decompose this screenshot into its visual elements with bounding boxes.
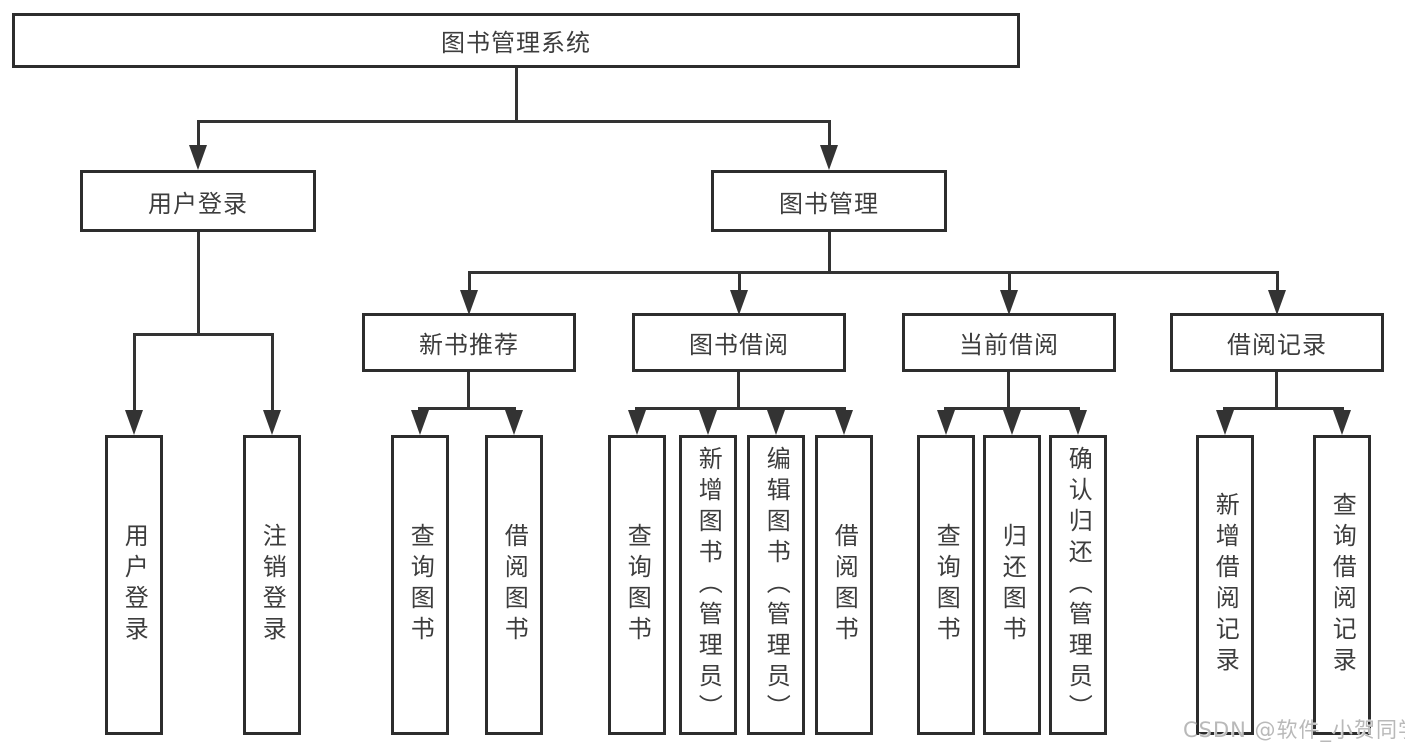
connector-group-trunk [1007,372,1010,409]
arrow-down-icon [125,410,143,435]
connector-group-trunk [467,372,470,409]
arrow-down-icon [1216,410,1234,435]
node-root: 图书管理系统 [12,13,1020,68]
node-new-book-recommend: 新书推荐 [362,313,576,372]
leaf-add-book-admin: 新增图书（管理员） [679,435,737,735]
connector-drop-book-mgmt [828,122,831,147]
connector-level2-rail [468,271,1279,274]
leaf-return-books: 归还图书 [983,435,1041,735]
connector-drop-leaf [133,335,136,412]
connector-drop-group [468,273,471,292]
connector-group-rail [944,407,1080,410]
arrow-down-icon [699,410,717,435]
connector-drop-user-login [197,122,200,147]
leaf-query-books-current: 查询图书 [917,435,975,735]
leaf-confirm-return-admin: 确认归还（管理员） [1049,435,1107,735]
leaf-borrow-books-recommend: 借阅图书 [485,435,543,735]
arrow-down-icon [835,410,853,435]
connector-drop-leaf [271,335,274,412]
arrow-down-icon [411,410,429,435]
leaf-query-books-borrow: 查询图书 [608,435,666,735]
arrow-down-icon [1000,290,1018,315]
leaf-query-borrow-record: 查询借阅记录 [1313,435,1371,735]
connector-group-rail [418,407,516,410]
arrow-down-icon [1003,410,1021,435]
arrow-down-icon [730,290,748,315]
node-book-borrow: 图书借阅 [632,313,846,372]
arrow-down-icon [1333,410,1351,435]
connector-login-trunk [197,232,200,335]
node-book-management: 图书管理 [711,170,947,232]
node-current-borrow: 当前借阅 [902,313,1116,372]
leaf-logout: 注销登录 [243,435,301,735]
arrow-down-icon [263,410,281,435]
connector-root-trunk [515,68,518,122]
leaf-edit-book-admin: 编辑图书（管理员） [747,435,805,735]
arrow-down-icon [189,145,207,170]
leaf-query-books-recommend: 查询图书 [391,435,449,735]
connector-group-trunk [737,372,740,409]
leaf-add-borrow-record: 新增借阅记录 [1196,435,1254,735]
arrow-down-icon [460,290,478,315]
arrow-down-icon [1268,290,1286,315]
connector-drop-group [1276,273,1279,292]
node-borrow-records: 借阅记录 [1170,313,1384,372]
node-user-login-branch: 用户登录 [80,170,316,232]
arrow-down-icon [505,410,523,435]
arrow-down-icon [1069,410,1087,435]
connector-level1-rail [197,120,831,123]
connector-drop-group [1008,273,1011,292]
leaf-borrow-books: 借阅图书 [815,435,873,735]
arrow-down-icon [820,145,838,170]
watermark: CSDN @软件_小贺同学 [1183,718,1405,742]
connector-login-rail [133,333,274,336]
connector-group-rail [1223,407,1344,410]
connector-drop-group [738,273,741,292]
connector-group-trunk [1275,372,1278,409]
connector-group-rail [635,407,846,410]
leaf-user-login: 用户登录 [105,435,163,735]
arrow-down-icon [937,410,955,435]
arrow-down-icon [767,410,785,435]
arrow-down-icon [628,410,646,435]
connector-mgmt-trunk [828,232,831,273]
